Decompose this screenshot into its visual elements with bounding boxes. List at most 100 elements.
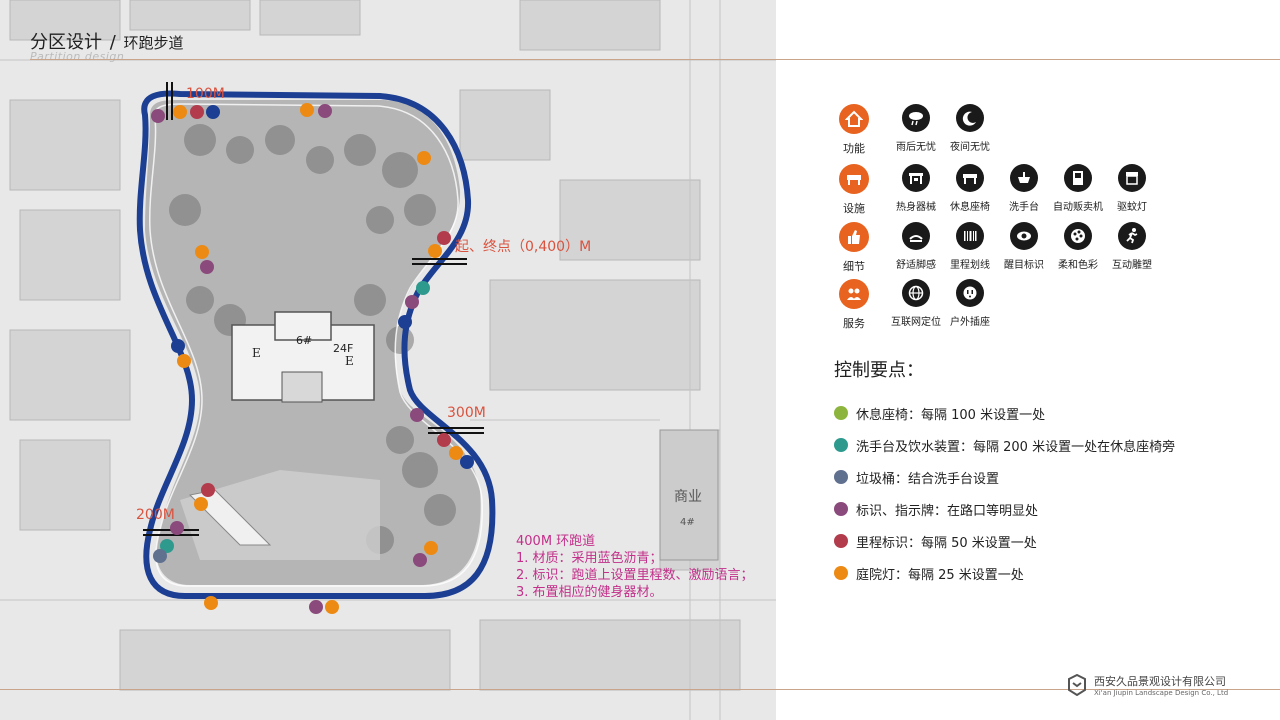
control-text-lamp: 庭院灯：每隔 25 米设置一处 [856, 567, 1024, 583]
marker-200m-label: 200M [136, 507, 175, 523]
legend-item-color-label: 柔和色彩 [1058, 260, 1098, 271]
mosquito-lamp-icon [1118, 164, 1146, 192]
control-item-lamp: 庭院灯：每隔 25 米设置一处 [834, 557, 1175, 589]
control-dot-bench [834, 406, 848, 420]
control-text-sign: 标识、指示牌：在路口等明显处 [856, 503, 1039, 519]
legend-item-vending-label: 自动贩卖机 [1053, 202, 1103, 213]
track-note-line1: 1. 材质：采用蓝色沥青； [516, 551, 663, 566]
track-note: 400M 环跑道 1. 材质：采用蓝色沥青； 2. 标识：跑道上设置里程数、激励… [516, 533, 754, 601]
legend-item-fitness: 热身器械 [886, 164, 946, 213]
control-text-trash: 垃圾桶：结合洗手台设置 [856, 471, 1000, 487]
home-icon [839, 104, 869, 134]
unit-e-left-label: E [252, 346, 261, 360]
legend-item-color: 柔和色彩 [1048, 222, 1108, 271]
title-slash: / [109, 32, 116, 53]
track-note-title: 400M 环跑道 [516, 534, 596, 549]
people-icon [839, 279, 869, 309]
legend-item-sign: 醒目标识 [994, 222, 1054, 271]
legend-item-sculpture-label: 互动雕塑 [1112, 260, 1152, 271]
category-details-label: 细节 [843, 260, 865, 273]
legend-item-mosquito-label: 驱蚊灯 [1117, 202, 1147, 213]
legend-item-night: 夜间无忧 [940, 104, 1000, 153]
commercial-label: 商业 [674, 489, 702, 505]
control-item-sign: 标识、指示牌：在路口等明显处 [834, 493, 1175, 525]
palette-icon [1064, 222, 1092, 250]
company-logo-block: 西安久品景观设计有限公司 Xi'an Jiupin Landscape Desi… [1066, 673, 1228, 697]
legend-item-comfort: 舒适脚感 [886, 222, 946, 271]
control-dot-trash [834, 470, 848, 484]
company-name-en: Xi'an Jiupin Landscape Design Co., Ltd [1094, 689, 1229, 697]
legend-item-bench-label: 休息座椅 [950, 202, 990, 213]
legend-item-mosquito: 驱蚊灯 [1102, 164, 1162, 213]
control-text-bench: 休息座椅：每隔 100 米设置一处 [856, 407, 1046, 423]
globe-icon [902, 279, 930, 307]
control-dot-lamp [834, 566, 848, 580]
legend-item-bench: 休息座椅 [940, 164, 1000, 213]
track-note-line2: 2. 标识：跑道上设置里程数、激励语言； [516, 568, 754, 583]
mileage-barcode-icon [956, 222, 984, 250]
category-service-label: 服务 [843, 317, 865, 330]
control-text-mileage: 里程标识：每隔 50 米设置一处 [856, 535, 1037, 551]
running-person-icon [1118, 222, 1146, 250]
fitness-equipment-icon [902, 164, 930, 192]
track-note-line3: 3. 布置相应的健身器材。 [516, 585, 663, 600]
roads [0, 0, 776, 720]
site-plan-svg [0, 0, 776, 720]
page-title: 分区设计 / 环跑步道 [30, 28, 184, 54]
control-dot-sign [834, 502, 848, 516]
control-item-mileage: 里程标识：每隔 50 米设置一处 [834, 525, 1175, 557]
site-point-markers [151, 103, 474, 614]
marker-100m-label: 100M [186, 86, 225, 102]
top-divider [30, 59, 1280, 60]
legend-item-internet-label: 互联网定位 [891, 317, 941, 328]
control-item-wash: 洗手台及饮水装置：每隔 200 米设置一处在休息座椅旁 [834, 429, 1175, 461]
category-service: 服务 [834, 279, 874, 331]
distance-markers [143, 82, 484, 536]
moon-star-icon [956, 104, 984, 132]
bottom-divider [0, 689, 1280, 690]
commercial-building [659, 429, 719, 561]
control-dot-mileage [834, 534, 848, 548]
legend-item-fitness-label: 热身器械 [896, 202, 936, 213]
building-floors-label: 24F [333, 342, 354, 355]
legend-item-socket: 户外插座 [940, 279, 1000, 328]
start-end-label: 起、终点（0,400）M [455, 239, 592, 255]
company-logo-icon [1068, 674, 1086, 696]
legend-item-wash-label: 洗手台 [1009, 202, 1039, 213]
control-item-trash: 垃圾桶：结合洗手台设置 [834, 461, 1175, 493]
legend-item-comfort-label: 舒适脚感 [896, 260, 936, 271]
wash-basin-icon [1010, 164, 1038, 192]
control-dot-wash [834, 438, 848, 452]
building-4-label: 4# [680, 517, 695, 528]
category-function-label: 功能 [843, 142, 865, 155]
category-facilities: 设施 [834, 164, 874, 216]
site-plan-map: 6# 24F E E 商业 4# 100M 300M 200M 起、终点（0,4… [0, 0, 776, 720]
comfort-feet-icon [902, 222, 930, 250]
control-item-bench: 休息座椅：每隔 100 米设置一处 [834, 397, 1175, 429]
track-inner-edge [148, 103, 483, 587]
control-points-list: 休息座椅：每隔 100 米设置一处 洗手台及饮水装置：每隔 200 米设置一处在… [834, 397, 1175, 589]
unit-e-right-label: E [345, 354, 354, 368]
eye-icon [1010, 222, 1038, 250]
fitness-path [188, 489, 272, 546]
category-facilities-label: 设施 [843, 202, 865, 215]
bench-icon [839, 164, 869, 194]
vending-machine-icon [1064, 164, 1092, 192]
legend-item-rain: 雨后无忧 [886, 104, 946, 153]
company-name-cn: 西安久品景观设计有限公司 [1094, 675, 1226, 688]
legend-item-sculpture: 互动雕塑 [1102, 222, 1162, 271]
legend-item-mileage-label: 里程划线 [950, 260, 990, 271]
category-function: 功能 [834, 104, 874, 156]
marker-300m-label: 300M [447, 405, 486, 421]
central-building [231, 311, 375, 403]
building-6-label: 6# [296, 334, 313, 347]
legend-item-sign-label: 醒目标识 [1004, 260, 1044, 271]
power-socket-icon [956, 279, 984, 307]
rain-cloud-icon [902, 104, 930, 132]
legend-item-mileage: 里程划线 [940, 222, 1000, 271]
legend-item-rain-label: 雨后无忧 [896, 142, 936, 153]
thumbs-up-icon [839, 222, 869, 252]
legend-item-internet: 互联网定位 [886, 279, 946, 328]
page-title-english: Partition design [30, 50, 125, 63]
legend-item-socket-label: 户外插座 [950, 317, 990, 328]
